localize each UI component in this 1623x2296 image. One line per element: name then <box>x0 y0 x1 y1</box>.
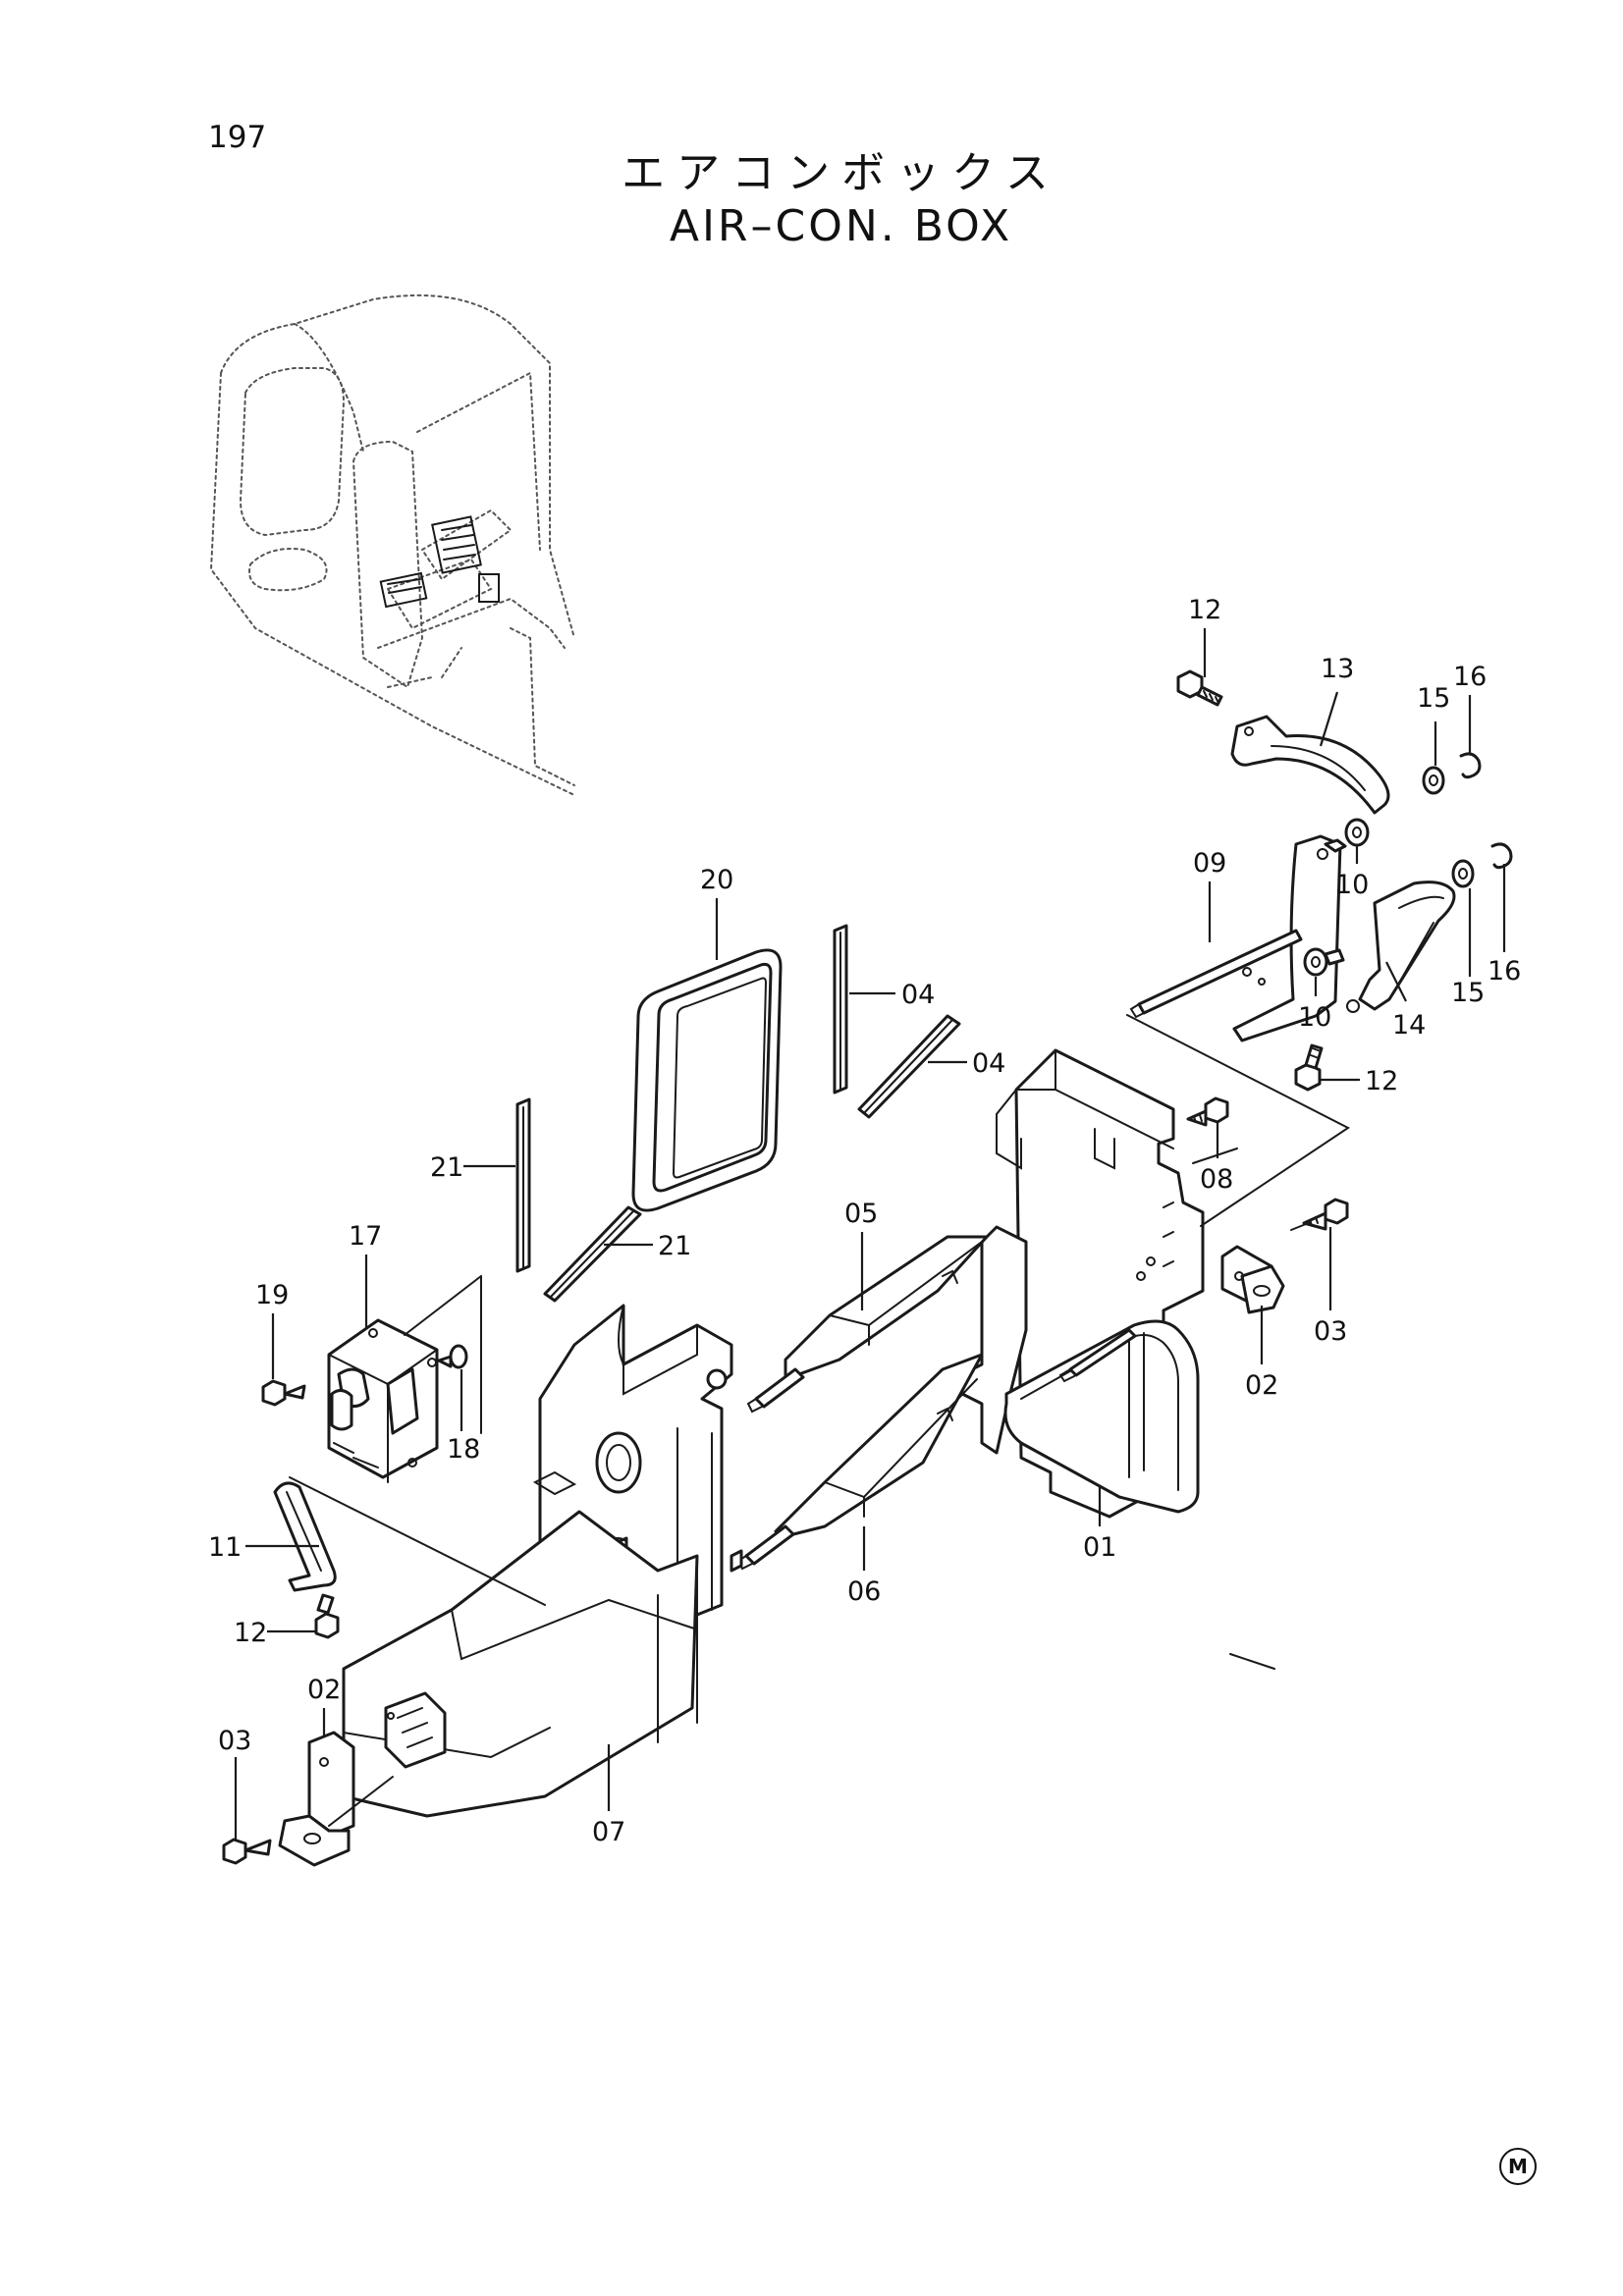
screw-19-icon <box>261 1379 306 1407</box>
title-english: AIR–CON. BOX <box>669 201 1013 251</box>
bolt-12-left-icon <box>314 1593 340 1639</box>
rod-09 <box>1137 929 1303 1015</box>
callout-21-lower: 21 <box>658 1231 691 1261</box>
callout-09: 09 <box>1193 848 1226 879</box>
callout-02-right: 02 <box>1245 1370 1278 1401</box>
callout-12-right: 12 <box>1365 1066 1398 1096</box>
callout-19: 19 <box>255 1280 289 1310</box>
strip-04-diagonal <box>857 1014 961 1119</box>
lever-plate-09 <box>1232 834 1342 1042</box>
strip-21-diagonal <box>543 1205 642 1303</box>
washer-15-upper-icon <box>1422 766 1445 795</box>
assembly-guide-lines <box>289 1014 1350 1827</box>
callout-07: 07 <box>592 1817 625 1847</box>
callout-10-lower: 10 <box>1298 1002 1331 1033</box>
callout-05: 05 <box>844 1199 878 1229</box>
bracket-02-right <box>1220 1245 1285 1314</box>
callout-02-left: 02 <box>307 1675 341 1705</box>
manufacturer-mark: M <box>1499 2148 1537 2185</box>
callout-03-right: 03 <box>1314 1316 1347 1347</box>
callout-16-lower: 16 <box>1488 956 1521 987</box>
callout-20: 20 <box>700 865 733 895</box>
case-01 <box>960 1048 1205 1519</box>
callout-15-lower: 15 <box>1451 978 1485 1008</box>
callout-17: 17 <box>349 1221 382 1252</box>
bushing-10-lower-icon <box>1303 947 1345 977</box>
callout-15-upper: 15 <box>1417 683 1450 714</box>
callout-18: 18 <box>447 1434 480 1465</box>
screw-03-left-icon <box>222 1838 272 1865</box>
clip-16-upper-icon <box>1459 752 1482 779</box>
filter-06 <box>736 1353 984 1571</box>
cab-overview-sketch <box>209 294 575 796</box>
callout-11: 11 <box>208 1532 242 1563</box>
callout-04-lower: 04 <box>972 1048 1005 1079</box>
callout-16-upper: 16 <box>1453 662 1487 692</box>
linkage-assembly <box>1129 669 1513 1092</box>
callout-04-upper: 04 <box>901 980 935 1010</box>
bracket-02-left <box>278 1731 355 1867</box>
strip-04-vertical <box>833 924 848 1095</box>
screw-08-icon <box>1186 1096 1229 1127</box>
lever-11 <box>273 1481 337 1592</box>
blower-unit-07 <box>342 1304 743 1818</box>
callout-21-upper: 21 <box>430 1152 463 1183</box>
callout-01: 01 <box>1083 1532 1116 1563</box>
filter-05 <box>746 1235 989 1414</box>
washer-15-lower-icon <box>1451 859 1475 888</box>
strip-21-vertical <box>515 1097 531 1273</box>
seal-frame-20 <box>631 948 783 1212</box>
callout-08: 08 <box>1200 1164 1233 1195</box>
bolt-12-lower-icon <box>1294 1043 1324 1092</box>
page-number: 197 <box>208 120 267 155</box>
callouts: 12 13 15 16 09 10 10 15 16 14 12 20 04 0… <box>208 595 1521 1847</box>
callout-12-top: 12 <box>1188 595 1221 625</box>
callout-13: 13 <box>1321 654 1354 684</box>
actuator-17 <box>327 1318 439 1483</box>
callout-14: 14 <box>1392 1010 1426 1041</box>
lever-14 <box>1358 881 1456 1011</box>
callout-06: 06 <box>847 1576 881 1607</box>
callout-12-left: 12 <box>234 1618 267 1648</box>
title-japanese: エアコンボックス <box>622 148 1060 198</box>
clip-16-lower-icon <box>1490 842 1513 870</box>
screw-18-icon <box>437 1344 468 1369</box>
screw-03-right-icon <box>1302 1198 1349 1231</box>
callout-10-upper: 10 <box>1335 870 1369 900</box>
callout-03-left: 03 <box>218 1726 251 1756</box>
bolt-12-upper-icon <box>1176 669 1223 707</box>
link-lever-13 <box>1230 715 1390 815</box>
bushing-10-upper-icon <box>1344 818 1370 847</box>
